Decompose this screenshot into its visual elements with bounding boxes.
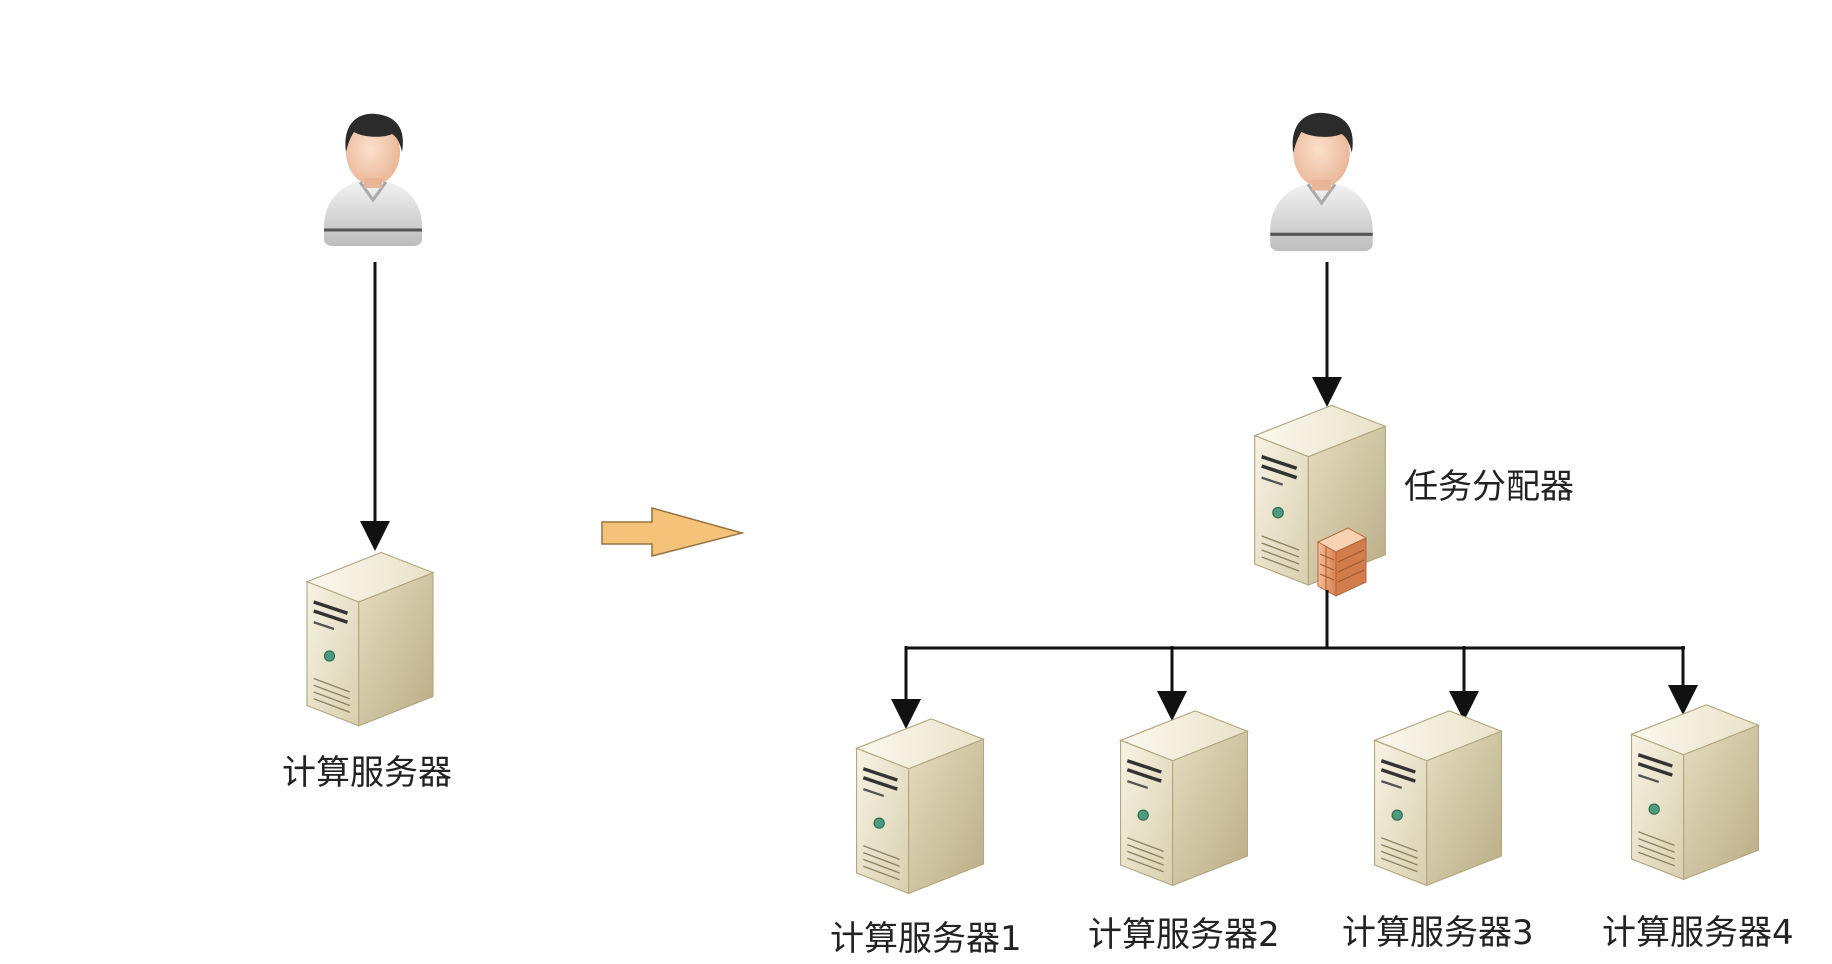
firewall-icon: [1318, 528, 1366, 596]
server-label: 计算服务器3: [1342, 916, 1534, 950]
dispatcher-server-icon: [1255, 405, 1386, 596]
server-label: 计算服务器4: [1602, 916, 1794, 950]
right-arrow-icon: [602, 508, 742, 556]
server-icon: [857, 719, 984, 894]
dispatcher-label: 任务分配器: [1404, 470, 1574, 504]
server-icon: [1632, 705, 1759, 880]
user-icon: [324, 114, 422, 246]
server-label: 计算服务器: [282, 756, 452, 790]
server-label: 计算服务器2: [1088, 918, 1280, 952]
server-icon: [307, 553, 433, 726]
user-icon: [1270, 113, 1372, 251]
server-icon: [1121, 711, 1248, 886]
server-icon: [1375, 711, 1502, 886]
server-label: 计算服务器1: [830, 922, 1022, 956]
